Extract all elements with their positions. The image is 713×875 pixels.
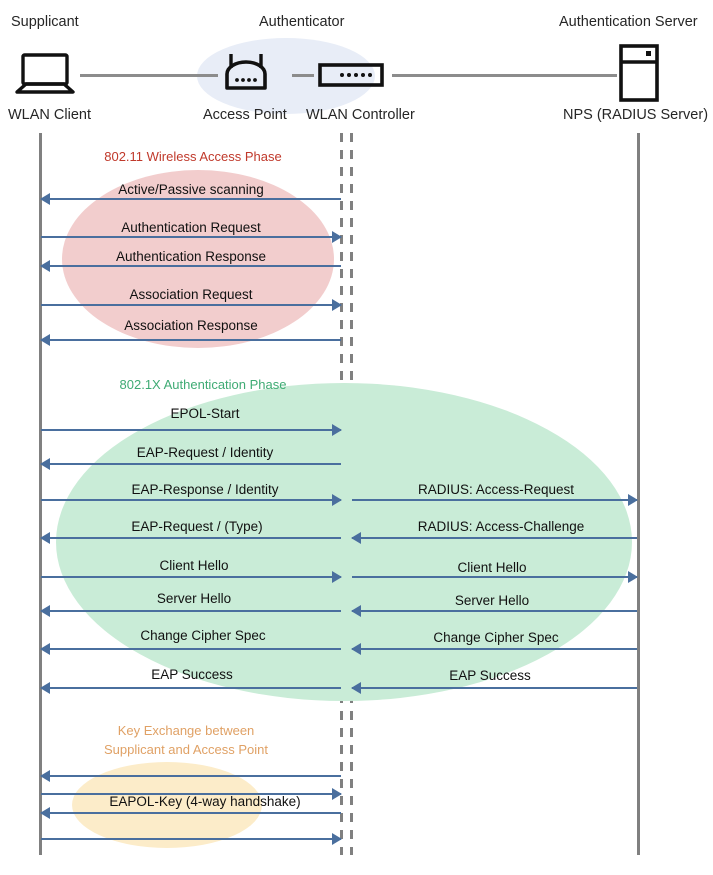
role-label-supplicant: Supplicant (11, 14, 79, 30)
arrow-head-left (351, 682, 361, 694)
arrow-head-right (628, 571, 638, 583)
message-label-server-hello-left: Server Hello (156, 591, 232, 606)
arrow-shaft (41, 648, 341, 650)
arrow-head-left (351, 532, 361, 544)
message-label-radius-access-challenge: RADIUS: Access-Challenge (417, 519, 585, 534)
arrow-head-left (40, 193, 50, 205)
lifeline-authentication-server (637, 133, 640, 855)
wlan-controller-icon (318, 62, 384, 93)
arrow-head-right (332, 231, 342, 243)
message-label-client-hello-right: Client Hello (457, 560, 527, 575)
device-label-wlan-client: WLAN Client (8, 107, 91, 123)
arrow-head-left (351, 605, 361, 617)
arrow-head-left (40, 770, 50, 782)
arrow-shaft (41, 198, 341, 200)
arrow-shaft (41, 610, 341, 612)
arrow-shaft (41, 463, 341, 465)
arrow-shaft (352, 576, 637, 578)
arrow-shaft (41, 499, 341, 501)
arrow-shaft (41, 687, 341, 689)
arrow-shaft (41, 236, 341, 238)
lifeline-supplicant (39, 133, 42, 855)
message-label-eap-success-right: EAP Success (449, 668, 531, 683)
arrow-head-left (40, 334, 50, 346)
message-label-eap-response-identity: EAP-Response / Identity (131, 482, 279, 497)
phase-title-wireless-access: 802.11 Wireless Access Phase (104, 149, 282, 164)
arrow-head-right (332, 788, 342, 800)
arrow-shaft (41, 576, 341, 578)
message-label-active-passive-scanning: Active/Passive scanning (118, 182, 264, 197)
device-label-wlan-controller: WLAN Controller (306, 107, 415, 123)
message-label-authentication-response: Authentication Response (115, 249, 267, 264)
arrow-head-left (40, 458, 50, 470)
phase-title-dot1x-authentication: 802.1X Authentication Phase (119, 377, 287, 392)
arrow-head-right (332, 424, 342, 436)
arrow-shaft (352, 537, 637, 539)
arrow-head-right (332, 494, 342, 506)
message-label-eap-success-left: EAP Success (151, 667, 233, 682)
arrow-shaft (352, 610, 637, 612)
arrow-shaft (41, 537, 341, 539)
arrow-head-left (351, 643, 361, 655)
arrow-shaft (41, 265, 341, 267)
arrow-shaft (41, 812, 341, 814)
arrow-shaft (41, 339, 341, 341)
message-label-change-cipher-spec-right: Change Cipher Spec (433, 630, 559, 645)
device-label-nps-radius-server: NPS (RADIUS Server) (563, 107, 709, 123)
message-label-eapol-start: EPOL-Start (170, 406, 240, 421)
message-label-association-response: Association Response (124, 318, 258, 333)
arrow-head-left (40, 682, 50, 694)
phase-title-key-exchange-line2: Supplicant and Access Point (103, 742, 269, 757)
message-label-authentication-request: Authentication Request (121, 220, 261, 235)
laptop-icon (14, 53, 76, 100)
arrow-head-left (40, 605, 50, 617)
message-label-client-hello-left: Client Hello (159, 558, 229, 573)
wire-ap-to-controller (292, 74, 314, 77)
arrow-head-right (332, 571, 342, 583)
arrow-head-left (40, 643, 50, 655)
arrow-shaft (352, 499, 637, 501)
arrow-shaft (352, 687, 637, 689)
message-label-association-request: Association Request (129, 287, 253, 302)
message-label-eapol-key-4way-handshake: EAPOL-Key (4-way handshake) (109, 794, 301, 809)
arrow-head-right (332, 299, 342, 311)
arrow-shaft (41, 775, 341, 777)
message-label-change-cipher-spec-left: Change Cipher Spec (140, 628, 266, 643)
arrow-head-right (332, 833, 342, 845)
access-point-icon (219, 50, 273, 97)
message-label-eap-request-identity: EAP-Request / Identity (136, 445, 274, 460)
arrow-head-left (40, 532, 50, 544)
arrow-head-right (628, 494, 638, 506)
arrow-head-left (40, 260, 50, 272)
wire-controller-to-server (392, 74, 617, 77)
arrow-head-left (40, 807, 50, 819)
server-icon (619, 44, 659, 107)
phase-title-key-exchange-line1: Key Exchange between (117, 723, 255, 738)
arrow-shaft (41, 429, 341, 431)
wire-client-to-ap (80, 74, 218, 77)
role-label-authenticator: Authenticator (259, 14, 345, 30)
arrow-shaft (41, 793, 341, 795)
device-label-access-point: Access Point (203, 107, 287, 123)
arrow-shaft (41, 838, 341, 840)
role-label-authentication-server: Authentication Server (559, 14, 698, 30)
arrow-shaft (352, 648, 637, 650)
message-label-server-hello-right: Server Hello (454, 593, 530, 608)
message-label-eap-request-type: EAP-Request / (Type) (131, 519, 263, 534)
message-label-radius-access-request: RADIUS: Access-Request (417, 482, 575, 497)
arrow-shaft (41, 304, 341, 306)
